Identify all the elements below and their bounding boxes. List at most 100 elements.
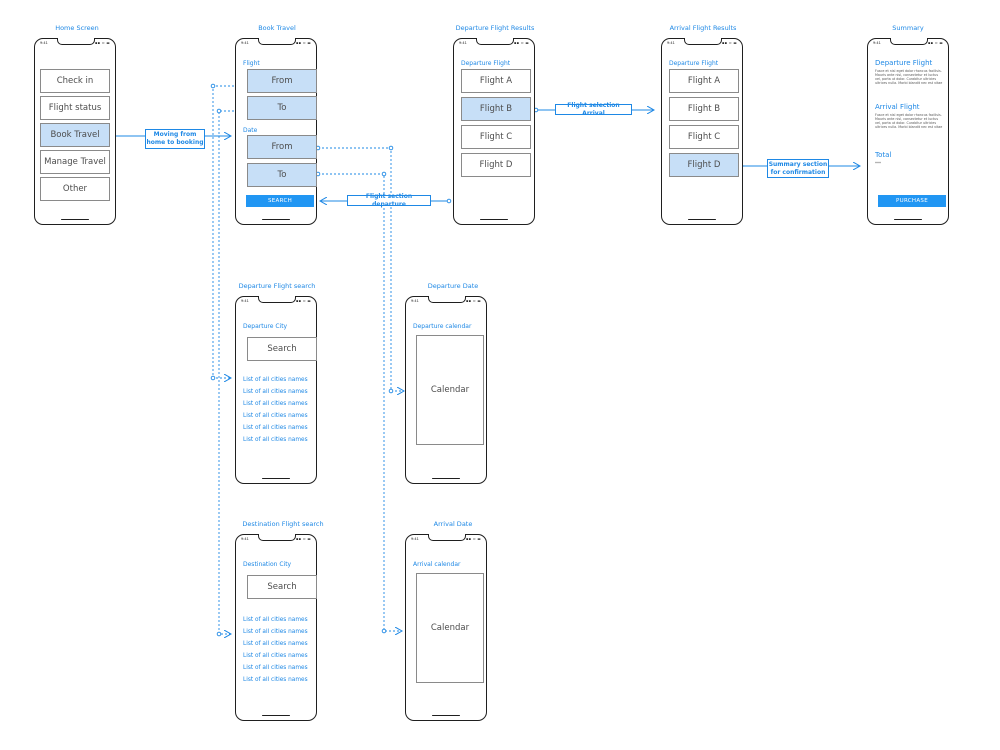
phone-home-screen: 9:41 ▪▪ ≈ ▬ Check in Flight status Book … (34, 38, 116, 225)
status-time: 9:41 (873, 41, 881, 45)
phone-book-travel: 9:41 ▪▪ ≈ ▬ Flight From To Date From To … (235, 38, 317, 225)
title-book-travel: Book Travel (258, 24, 296, 32)
dashed-date-to (318, 173, 402, 631)
status-time: 9:41 (411, 537, 419, 541)
arrival-flight-option-d[interactable]: Flight D (669, 153, 739, 177)
summary-departure-text: Fusce et nisl eget dolor rhoncus facilis… (875, 69, 943, 85)
status-icons: ▪▪ ≈ ▬ (927, 41, 943, 45)
summary-departure-label: Departure Flight (875, 59, 933, 67)
arrival-calendar[interactable]: Calendar (416, 573, 484, 683)
status-time: 9:41 (411, 299, 419, 303)
phone-departure-search: 9:41 ▪▪ ≈ ▬ Departure City Search List o… (235, 296, 317, 484)
title-arrival-results: Arrival Flight Results (669, 24, 737, 32)
status-time: 9:41 (241, 41, 249, 45)
arrival-flight-option-a[interactable]: Flight A (669, 69, 739, 93)
title-home-screen: Home Screen (55, 24, 99, 32)
city-list-item[interactable]: List of all cities names (243, 413, 308, 419)
flight-option-c[interactable]: Flight C (461, 125, 531, 149)
summary-arrival-label: Arrival Flight (875, 103, 920, 111)
dashed-date-from (318, 147, 404, 391)
title-summary: Summary (892, 24, 924, 32)
departure-flight-label: Departure Flight (461, 60, 511, 67)
home-indicator (480, 218, 508, 220)
phone-notch (258, 296, 296, 303)
status-time: 9:41 (40, 41, 48, 45)
destination-city-search-input[interactable]: Search (247, 575, 317, 599)
phone-notch (428, 296, 466, 303)
menu-check-in[interactable]: Check in (40, 69, 110, 93)
flight-option-b[interactable]: Flight B (461, 97, 531, 121)
date-to-field[interactable]: To (247, 163, 317, 187)
city-list-item[interactable]: List of all cities names (243, 641, 308, 647)
title-destination-search: Destination Flight search (242, 520, 324, 528)
phone-notch (258, 38, 296, 45)
date-label: Date (243, 127, 258, 134)
annotation-summary-confirmation: Summary section for confirmation (767, 159, 829, 178)
city-list-item[interactable]: List of all cities names (243, 401, 308, 407)
menu-book-travel[interactable]: Book Travel (40, 123, 110, 147)
flight-option-d[interactable]: Flight D (461, 153, 531, 177)
phone-notch (428, 534, 466, 541)
city-list-item[interactable]: List of all cities names (243, 389, 308, 395)
destination-city-label: Destination City (243, 561, 292, 568)
menu-flight-status[interactable]: Flight status (40, 96, 110, 120)
annotation-flight-selection-arrival: Flight selection Arrival (555, 102, 632, 117)
city-list-item[interactable]: List of all cities names (243, 377, 308, 383)
city-list-item[interactable]: List of all cities names (243, 665, 308, 671)
arrival-flight-option-c[interactable]: Flight C (669, 125, 739, 149)
phone-notch (57, 38, 95, 45)
status-time: 9:41 (241, 299, 249, 303)
city-list-item[interactable]: List of all cities names (243, 425, 308, 431)
flight-to-field[interactable]: To (247, 96, 317, 120)
summary-total-label: Total (875, 151, 892, 159)
dashed-flight-to (218, 110, 246, 634)
menu-other[interactable]: Other (40, 177, 110, 201)
city-list-item[interactable]: List of all cities names (243, 653, 308, 659)
phone-notch (890, 38, 928, 45)
date-from-field[interactable]: From (247, 135, 317, 159)
city-list-item[interactable]: List of all cities names (243, 617, 308, 623)
purchase-button[interactable]: PURCHASE (878, 195, 946, 207)
summary-arrival-text: Fusce et nisl eget dolor rhoncus facilis… (875, 113, 943, 129)
home-indicator (432, 714, 460, 716)
status-icons: ▪▪ ≈ ▬ (295, 537, 311, 541)
arrival-flight-option-b[interactable]: Flight B (669, 97, 739, 121)
city-list-item[interactable]: List of all cities names (243, 437, 308, 443)
status-time: 9:41 (241, 537, 249, 541)
status-icons: ▪▪ ≈ ▬ (295, 299, 311, 303)
city-list-item[interactable]: List of all cities names (243, 677, 308, 683)
phone-departure-date: 9:41 ▪▪ ≈ ▬ Departure calendar Calendar (405, 296, 487, 484)
title-departure-search: Departure Flight search (238, 282, 316, 290)
title-arrival-date: Arrival Date (433, 520, 473, 528)
flight-option-a[interactable]: Flight A (461, 69, 531, 93)
annotation-flight-section-departure: Flight section departure (347, 193, 431, 208)
home-indicator (432, 477, 460, 479)
home-indicator (262, 477, 290, 479)
departure-city-search-input[interactable]: Search (247, 337, 317, 361)
status-icons: ▪▪ ≈ ▬ (465, 537, 481, 541)
status-time: 9:41 (667, 41, 675, 45)
phone-arrival-results: 9:41 ▪▪ ≈ ▬ Departure Flight Flight A Fl… (661, 38, 743, 225)
status-icons: ▪▪ ≈ ▬ (295, 41, 311, 45)
arrival-calendar-label: Arrival calendar (413, 561, 461, 568)
phone-notch (476, 38, 514, 45)
home-indicator (61, 218, 89, 220)
home-indicator (688, 218, 716, 220)
departure-calendar[interactable]: Calendar (416, 335, 484, 445)
status-icons: ▪▪ ≈ ▬ (721, 41, 737, 45)
phone-departure-results: 9:41 ▪▪ ≈ ▬ Departure Flight Flight A Fl… (453, 38, 535, 225)
departure-city-label: Departure City (243, 323, 288, 330)
phone-summary: 9:41 ▪▪ ≈ ▬ Departure Flight Fusce et ni… (867, 38, 949, 225)
status-icons: ▪▪ ≈ ▬ (94, 41, 110, 45)
home-indicator (262, 714, 290, 716)
title-departure-date: Departure Date (427, 282, 479, 290)
flight-label: Flight (243, 60, 260, 67)
home-indicator (262, 218, 290, 220)
search-button[interactable]: SEARCH (246, 195, 314, 207)
city-list-item[interactable]: List of all cities names (243, 629, 308, 635)
phone-notch (684, 38, 722, 45)
departure-calendar-label: Departure calendar (413, 323, 472, 330)
menu-manage-travel[interactable]: Manage Travel (40, 150, 110, 174)
flight-from-field[interactable]: From (247, 69, 317, 93)
